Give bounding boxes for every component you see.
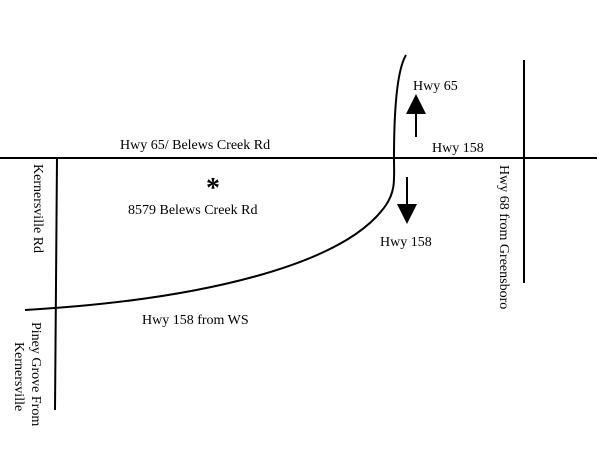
- destination-star-icon: *: [206, 173, 220, 204]
- label-piney-grove-line1: Piney Grove From: [28, 322, 43, 426]
- label-hwy158-south: Hwy 158: [380, 235, 432, 250]
- road-kernersville-rd: [54, 157, 58, 411]
- label-hwy65-belews-creek-rd: Hwy 65/ Belews Creek Rd: [120, 138, 270, 153]
- road-hwy158-curve: [24, 157, 396, 311]
- label-hwy65-north: Hwy 65: [413, 79, 458, 94]
- label-piney-grove-line2: Kernersville: [11, 342, 26, 411]
- road-hwy65-north: [393, 54, 407, 159]
- label-kernersville-rd: Kernersville Rd: [30, 164, 45, 253]
- label-hwy158-east: Hwy 158: [432, 141, 484, 156]
- label-hwy68-from-greensboro: Hwy 68 from Greensboro: [496, 165, 511, 309]
- label-hwy158-from-ws: Hwy 158 from WS: [142, 313, 249, 328]
- label-destination-address: 8579 Belews Creek Rd: [128, 203, 257, 218]
